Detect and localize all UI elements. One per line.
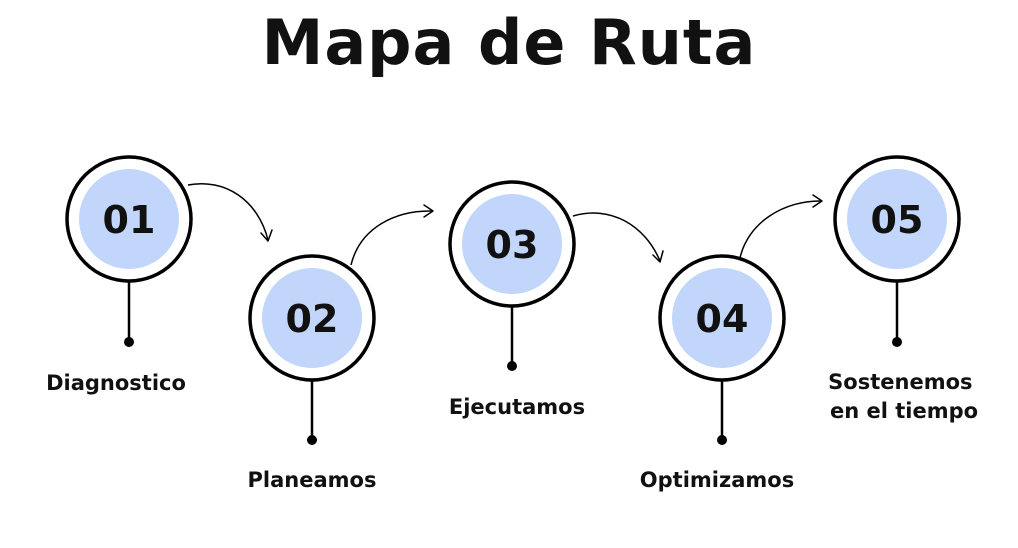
- step-2: 02 Planeamos: [248, 254, 377, 492]
- step-5: 05 Sostenemos en el tiempo: [828, 155, 980, 423]
- step-1: 01 Diagnostico: [46, 155, 193, 395]
- step-connector-dot: [892, 337, 902, 347]
- step-circle-fill: [672, 268, 772, 368]
- step-circle-fill: [462, 194, 562, 294]
- step-number: 02: [286, 297, 339, 341]
- arrow-2-to-3: [350, 204, 434, 266]
- step-label-line: Diagnostico: [46, 371, 186, 395]
- step-connector-dot: [717, 435, 727, 445]
- step-number: 04: [696, 297, 749, 341]
- step-connector-dot: [507, 361, 517, 371]
- step-connector-dot: [307, 435, 317, 445]
- step-label: Ejecutamos: [449, 395, 585, 419]
- step-label-line: Optimizamos: [640, 468, 794, 492]
- step-label-line: Sostenemos: [828, 370, 972, 394]
- step-label-line: Ejecutamos: [449, 395, 585, 419]
- step-connector-dot: [124, 337, 134, 347]
- arrow-3-to-4: [572, 212, 664, 263]
- page-title: Mapa de Ruta: [261, 6, 757, 79]
- step-label-line: en el tiempo: [830, 399, 978, 423]
- step-4: 04 Optimizamos: [640, 254, 794, 492]
- step-circle-fill: [262, 268, 362, 368]
- step-label: Planeamos: [248, 468, 377, 492]
- step-label: Optimizamos: [640, 468, 794, 492]
- step-label-line: Planeamos: [248, 468, 377, 492]
- arrow-4-to-5: [739, 194, 823, 259]
- step-number: 05: [871, 198, 924, 242]
- step-3: 03 Ejecutamos: [448, 180, 585, 419]
- arrow-1-to-2: [187, 183, 273, 242]
- step-circle-fill: [79, 169, 179, 269]
- step-number: 03: [486, 223, 539, 267]
- step-circle-fill: [847, 169, 947, 269]
- step-number: 01: [103, 198, 156, 242]
- step-label: Diagnostico: [46, 371, 186, 395]
- step-label: Sostenemos en el tiempo: [828, 370, 980, 423]
